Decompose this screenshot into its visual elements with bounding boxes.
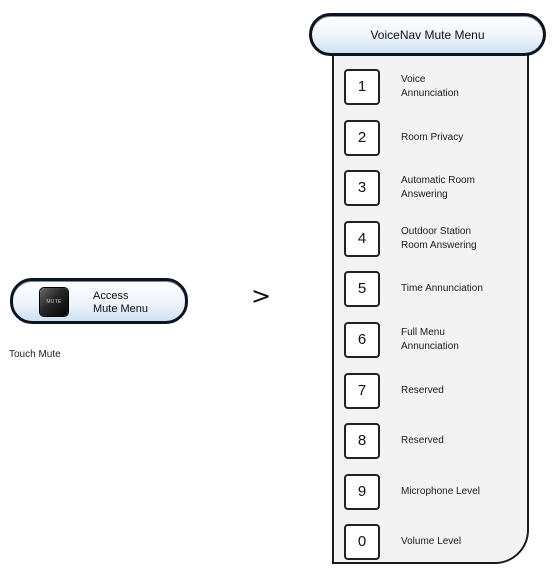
menu-item-label: Microphone Level — [401, 485, 480, 499]
mute-key-label: MUTE — [46, 299, 62, 305]
menu-item-label-line1: Reserved — [401, 385, 444, 396]
menu-item-label-line1: Volume Level — [401, 536, 462, 547]
menu-item-label-line1: Voice — [401, 74, 426, 85]
menu-item-label-line1: Reserved — [401, 435, 444, 446]
menu-item-label-line1: Microphone Level — [401, 486, 480, 497]
touch-mute-caption: Touch Mute — [9, 349, 61, 360]
menu-title: VoiceNav Mute Menu — [370, 28, 485, 42]
menu-item-key[interactable]: 6 — [344, 322, 380, 358]
menu-item-key[interactable]: 1 — [344, 69, 380, 105]
menu-item-label: Reserved — [401, 434, 444, 448]
access-label-line1: Access — [93, 290, 129, 302]
menu-item-key[interactable]: 2 — [344, 120, 380, 156]
menu-item-label-line2: Answering — [401, 189, 448, 200]
menu-item-label: Time Annunciation — [401, 282, 483, 296]
menu-item-label-line2: Annunciation — [401, 341, 459, 352]
menu-item-label: Volume Level — [401, 535, 461, 549]
menu-item-label-line1: Automatic Room — [401, 175, 475, 186]
menu-header: VoiceNav Mute Menu — [309, 13, 546, 56]
menu-item-label-line1: Outdoor Station — [401, 226, 472, 237]
menu-item-key[interactable]: 4 — [344, 221, 380, 257]
access-button-label: Access Mute Menu — [93, 290, 148, 316]
menu-item-label-line2: Annunciation — [401, 88, 459, 99]
menu-item-key[interactable]: 0 — [344, 524, 380, 560]
menu-item-key[interactable]: 8 — [344, 423, 380, 459]
menu-item-label-line1: Time Annunciation — [401, 283, 483, 294]
menu-item-label-line1: Room Privacy — [401, 132, 464, 143]
menu-item-label: Reserved — [401, 384, 444, 398]
menu-item-key[interactable]: 7 — [344, 373, 380, 409]
menu-item-label-line1: Full Menu — [401, 327, 445, 338]
access-mute-menu-button[interactable]: MUTE Access Mute Menu — [10, 278, 188, 324]
menu-item-key[interactable]: 3 — [344, 170, 380, 206]
menu-item-label: Room Privacy — [401, 131, 463, 145]
arrow-icon: > — [251, 282, 272, 310]
menu-item-label-line2: Room Answering — [401, 240, 477, 251]
menu-item-key[interactable]: 5 — [344, 271, 380, 307]
menu-item-key[interactable]: 9 — [344, 474, 380, 510]
access-label-line2: Mute Menu — [93, 303, 149, 315]
mute-key-icon: MUTE — [40, 288, 68, 316]
